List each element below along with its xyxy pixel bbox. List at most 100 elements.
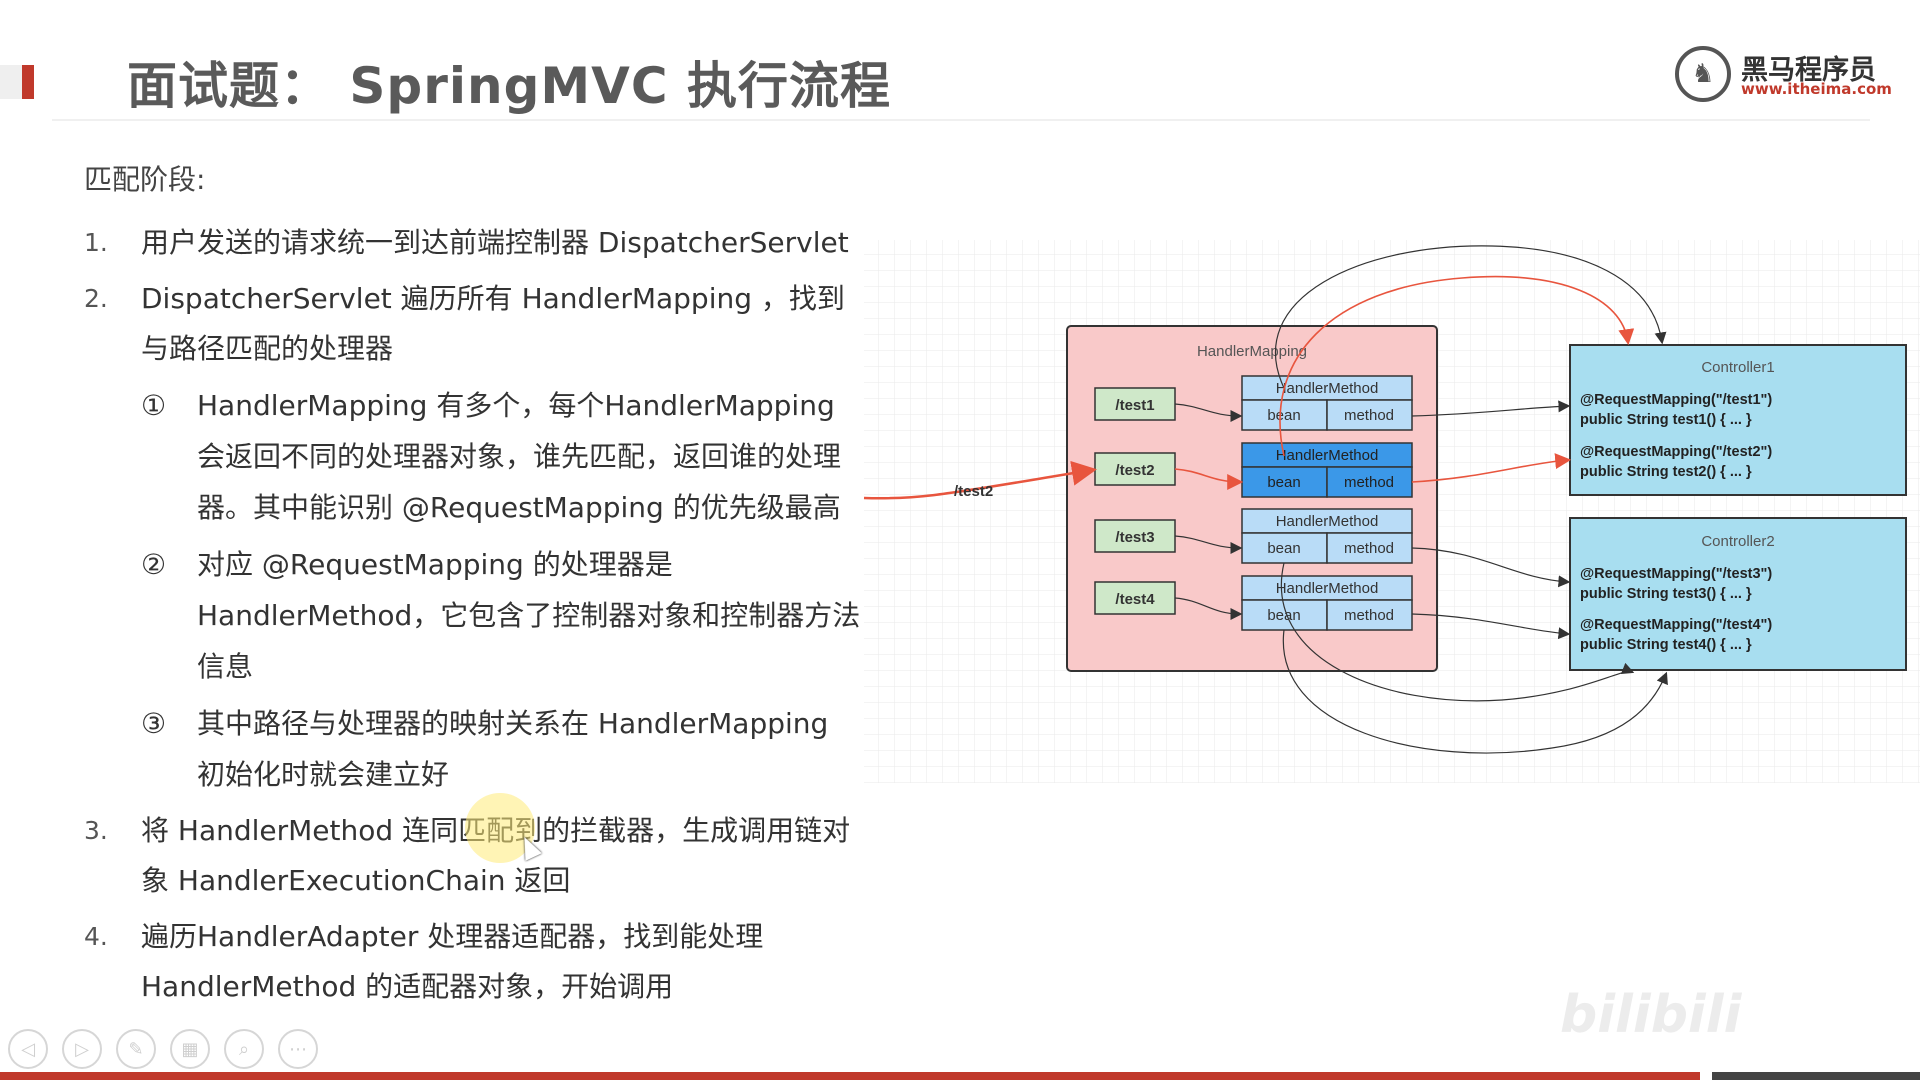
- bean-arrow: [1281, 562, 1635, 702]
- path-label: /test4: [1115, 591, 1155, 608]
- step-1: 1. 用户发送的请求统一到达前端控制器 DispatcherServlet: [84, 218, 864, 268]
- presentation-toolbar: ◁ ▷ ✎ ▦ ⌕ ⋯: [8, 1029, 318, 1073]
- handler-method-box-active: HandlerMethod bean method: [1241, 442, 1413, 498]
- bilibili-watermark: bilibili: [1560, 985, 1742, 1045]
- substep-number: ③: [141, 707, 167, 740]
- controller2-box: Controller2 @RequestMapping("/test3") pu…: [1569, 517, 1907, 671]
- handler-method-box: HandlerMethod bean method: [1241, 508, 1413, 564]
- handler-method-label: HandlerMethod: [1276, 580, 1379, 597]
- substep-number: ①: [141, 389, 167, 422]
- progress-bar: [0, 1072, 1700, 1080]
- controller1-box: Controller1 @RequestMapping("/test1") pu…: [1569, 344, 1907, 496]
- request-arrow: [863, 460, 1097, 500]
- brand-logo: ♞ 黑马程序员 www.itheima.com: [1675, 46, 1892, 102]
- substep-line: 其中路径与处理器的映射关系在 HandlerMapping: [197, 707, 829, 740]
- next-icon[interactable]: ▷: [62, 1029, 102, 1069]
- mapping-arrow: [1174, 597, 1243, 620]
- substep-line: 会返回不同的处理器对象，谁先匹配，返回谁的处理: [197, 440, 842, 473]
- substep-line: 器。其中能识别 @RequestMapping 的优先级最高: [197, 491, 841, 524]
- substep-2: ② 对应 @RequestMapping 的处理器是 HandlerMethod…: [84, 539, 864, 692]
- step-line: 用户发送的请求统一到达前端控制器 DispatcherServlet: [141, 226, 849, 259]
- title-accent: [0, 65, 22, 99]
- method-label: method: [1344, 607, 1394, 624]
- step-line: 与路径匹配的处理器: [141, 332, 394, 365]
- slide-content: 匹配阶段: 1. 用户发送的请求统一到达前端控制器 DispatcherServ…: [84, 158, 864, 1012]
- controller-name: Controller1: [1701, 359, 1774, 376]
- step-4: 4. 遍历HandlerAdapter 处理器适配器，找到能处理 Handler…: [84, 912, 864, 1012]
- method-label: method: [1344, 474, 1394, 491]
- substep-line: 对应 @RequestMapping 的处理器是: [197, 548, 673, 581]
- bean-label: bean: [1267, 407, 1300, 424]
- logo-name: 黑马程序员: [1741, 55, 1876, 86]
- mapping-annotation: @RequestMapping("/test1"): [1580, 392, 1772, 408]
- method-arrow: [1411, 400, 1571, 417]
- method-arrow: [1411, 547, 1571, 588]
- path-box: /test3: [1094, 519, 1176, 553]
- method-signature: public String test2() { ... }: [1580, 464, 1752, 480]
- bean-label: bean: [1267, 540, 1300, 557]
- method-signature: public String test1() { ... }: [1580, 412, 1752, 428]
- title-divider: [52, 119, 1870, 121]
- step-number: 3.: [84, 816, 108, 845]
- step-line: 遍历HandlerAdapter 处理器适配器，找到能处理: [141, 920, 764, 953]
- zoom-icon[interactable]: ⌕: [224, 1029, 264, 1069]
- mapping-arrow-active: [1174, 468, 1244, 490]
- method-arrow: [1411, 613, 1571, 640]
- method-signature: public String test3() { ... }: [1580, 586, 1752, 602]
- method-signature: public String test4() { ... }: [1580, 637, 1752, 653]
- title-accent-red: [22, 65, 34, 99]
- horse-logo-icon: ♞: [1675, 46, 1731, 102]
- substep-line: 初始化时就会建立好: [197, 758, 450, 791]
- path-label: /test3: [1115, 529, 1154, 546]
- bean-arrow: [1282, 629, 1668, 754]
- mapping-arrow: [1174, 535, 1243, 554]
- substep-line: HandlerMethod，它包含了控制器对象和控制器方法: [197, 599, 861, 632]
- substep-number: ②: [141, 548, 167, 581]
- logo-url: www.itheima.com: [1741, 80, 1892, 98]
- substep-line: 信息: [197, 650, 254, 683]
- method-label: method: [1344, 407, 1394, 424]
- path-box: /test2: [1094, 452, 1176, 486]
- method-label: method: [1344, 540, 1394, 557]
- path-box: /test4: [1094, 581, 1176, 615]
- substep-1: ① HandlerMapping 有多个，每个HandlerMapping 会返…: [84, 380, 864, 533]
- stage-label: 匹配阶段:: [84, 163, 206, 196]
- step-2: 2. DispatcherServlet 遍历所有 HandlerMapping…: [84, 274, 864, 374]
- mapping-arrow: [1174, 403, 1243, 422]
- path-label: /test2: [1115, 462, 1154, 479]
- substep-line: HandlerMapping 有多个，每个HandlerMapping: [197, 389, 835, 422]
- handler-method-label: HandlerMethod: [1276, 380, 1379, 397]
- prev-icon[interactable]: ◁: [8, 1029, 48, 1069]
- step-number: 1.: [84, 228, 108, 257]
- substep-3: ③ 其中路径与处理器的映射关系在 HandlerMapping 初始化时就会建立…: [84, 698, 864, 800]
- step-line: HandlerMethod 的适配器对象，开始调用: [141, 970, 674, 1003]
- step-number: 2.: [84, 284, 108, 313]
- bean-label: bean: [1267, 607, 1300, 624]
- mapping-annotation: @RequestMapping("/test4"): [1580, 617, 1772, 633]
- more-icon[interactable]: ⋯: [278, 1029, 318, 1069]
- bean-label: bean: [1267, 474, 1300, 491]
- progress-bar-end: [1712, 1072, 1920, 1080]
- pen-icon[interactable]: ✎: [116, 1029, 156, 1069]
- path-label: /test1: [1115, 397, 1154, 414]
- step-number: 4.: [84, 922, 108, 951]
- cursor-highlight: [465, 793, 535, 863]
- handler-method-label: HandlerMethod: [1276, 513, 1379, 530]
- path-box: /test1: [1094, 387, 1176, 421]
- method-arrow-active: [1411, 453, 1572, 483]
- handler-method-label: HandlerMethod: [1276, 447, 1379, 464]
- mapping-annotation: @RequestMapping("/test2"): [1580, 444, 1772, 460]
- request-label: /test2: [954, 483, 993, 500]
- handler-mapping-diagram: HandlerMapping /test1 /test2 /test3 /tes…: [863, 240, 1920, 783]
- handler-mapping-label: HandlerMapping: [1197, 343, 1307, 360]
- controller-name: Controller2: [1701, 533, 1774, 550]
- slide-title: 面试题： SpringMVC 执行流程: [127, 57, 891, 115]
- handler-method-box: HandlerMethod bean method: [1241, 575, 1413, 631]
- step-line: 象 HandlerExecutionChain 返回: [141, 864, 571, 897]
- step-line: DispatcherServlet 遍历所有 HandlerMapping ，找…: [141, 282, 845, 315]
- bean-arrow-active: [1279, 275, 1635, 457]
- grid-icon[interactable]: ▦: [170, 1029, 210, 1069]
- handler-method-box: HandlerMethod bean method: [1241, 375, 1413, 431]
- bean-arrow: [1274, 245, 1667, 389]
- mapping-annotation: @RequestMapping("/test3"): [1580, 566, 1772, 582]
